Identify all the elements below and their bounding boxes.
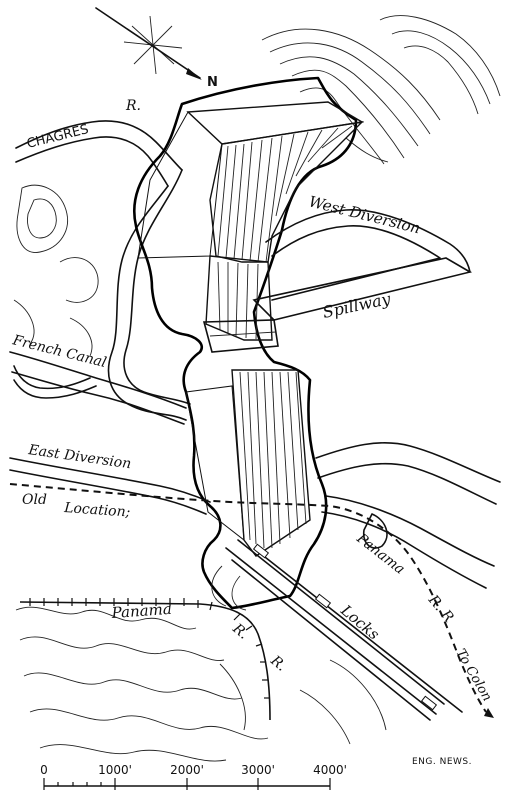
to-colon-arrow-icon bbox=[484, 708, 494, 718]
north-arrow-icon bbox=[186, 68, 202, 80]
to-colon-label: To Colon bbox=[453, 647, 495, 705]
chagres-label: CHAGRES bbox=[25, 122, 90, 152]
locks-channel bbox=[211, 539, 463, 721]
scale-tick-0: 0 bbox=[40, 763, 48, 777]
compass-rose: N bbox=[95, 7, 218, 90]
map-labels: CHAGRES R. West Diversion Spillway Frenc… bbox=[10, 98, 494, 704]
location-label: Location; bbox=[63, 500, 131, 521]
north-label: N bbox=[207, 75, 218, 90]
contours-upper-right bbox=[261, 15, 501, 165]
chagres-r-label: R. bbox=[125, 98, 141, 114]
scale-tick-4: 4000' bbox=[313, 763, 347, 777]
old-label: Old bbox=[22, 492, 47, 508]
dam-structure bbox=[137, 101, 365, 341]
spillway-label: Spillway bbox=[321, 289, 393, 322]
lower-dam bbox=[185, 369, 311, 557]
east-rivers bbox=[315, 441, 501, 589]
credit-label: ENG. NEWS. bbox=[412, 757, 472, 767]
old-location-line bbox=[9, 483, 494, 718]
valley-river bbox=[107, 169, 191, 421]
scale-tick-1: 1000' bbox=[98, 763, 132, 777]
east-diversion-label: East Diversion bbox=[26, 442, 132, 472]
contours-left bbox=[13, 184, 99, 357]
panama-rr-label-3: Panama bbox=[110, 600, 172, 622]
panama-rr-label-2: R. R bbox=[424, 592, 456, 626]
panama-rr-label-4: R. bbox=[229, 620, 252, 643]
panama-rr-label-5: R. bbox=[267, 652, 290, 675]
chagres-river bbox=[15, 120, 183, 187]
french-canal bbox=[9, 351, 187, 425]
panama-rr-label-1: Panama bbox=[353, 530, 408, 578]
panama-railroad bbox=[19, 598, 271, 721]
scale-tick-2: 2000' bbox=[170, 763, 204, 777]
french-canal-label: French Canal bbox=[10, 332, 108, 371]
west-diversion-spillway bbox=[202, 209, 473, 353]
scale-bar: 0 1000' 2000' 3000' 4000' bbox=[40, 763, 347, 790]
scale-tick-3: 3000' bbox=[241, 763, 275, 777]
contours-lower bbox=[15, 606, 387, 762]
east-diversion bbox=[9, 457, 211, 515]
dam-outline bbox=[133, 76, 358, 610]
